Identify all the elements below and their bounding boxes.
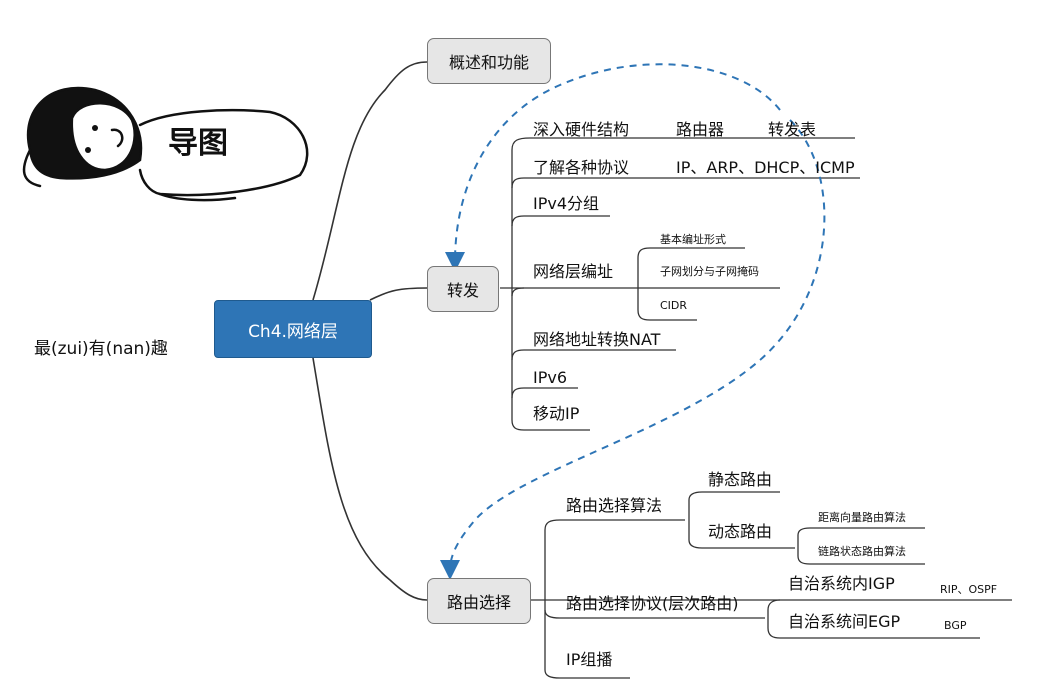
routing-static[interactable]: 静态路由 (708, 470, 773, 489)
dashed-arrow-to-routing (440, 119, 826, 580)
routing-igp-list[interactable]: RIP、OSPF (940, 583, 998, 596)
center-node[interactable]: Ch4.网络层 (214, 300, 372, 358)
forward-hardware[interactable]: 深入硬件结构 (533, 120, 630, 139)
forward-protocol-list[interactable]: IP、ARP、DHCP、ICMP (676, 158, 855, 177)
mindmap-title: 导图 (168, 126, 228, 161)
routing-igp[interactable]: 自治系统内IGP (788, 574, 895, 593)
left-caption: 最(zui)有(nan)趣 (34, 339, 168, 359)
routing-dynamic[interactable]: 动态路由 (708, 522, 773, 541)
branch-routing[interactable]: 路由选择 (427, 578, 531, 624)
forward-router[interactable]: 路由器 (676, 120, 725, 139)
routing-distance-vector[interactable]: 距离向量路由算法 (818, 511, 906, 524)
routing-link-state[interactable]: 链路状态路由算法 (818, 545, 906, 558)
sleeping-character-doodle (22, 86, 309, 202)
branch-overview[interactable]: 概述和功能 (427, 38, 551, 84)
forward-ipv6[interactable]: IPv6 (533, 368, 568, 387)
forward-addressing[interactable]: 网络层编址 (533, 262, 614, 281)
forward-mobile-ip[interactable]: 移动IP (533, 404, 580, 423)
forward-nat[interactable]: 网络地址转换NAT (533, 330, 661, 349)
routing-egp[interactable]: 自治系统间EGP (788, 612, 901, 631)
dashed-arrow-to-forward (445, 63, 781, 272)
routing-protocol[interactable]: 路由选择协议(层次路由) (566, 594, 739, 613)
addressing-cidr[interactable]: CIDR (660, 299, 688, 312)
connector-forward (369, 287, 428, 301)
routing-egp-list[interactable]: BGP (944, 619, 967, 632)
connector-overview (312, 61, 428, 301)
forward-protocols[interactable]: 了解各种协议 (533, 158, 630, 177)
connector-routing (312, 357, 428, 601)
routing-algorithm[interactable]: 路由选择算法 (566, 496, 663, 515)
addressing-basic[interactable]: 基本编址形式 (660, 233, 726, 246)
forward-ipv4[interactable]: IPv4分组 (533, 194, 600, 213)
routing-multicast[interactable]: IP组播 (566, 650, 613, 669)
branch-forward[interactable]: 转发 (427, 266, 499, 312)
forward-table[interactable]: 转发表 (768, 120, 817, 139)
addressing-subnet[interactable]: 子网划分与子网掩码 (660, 265, 759, 278)
